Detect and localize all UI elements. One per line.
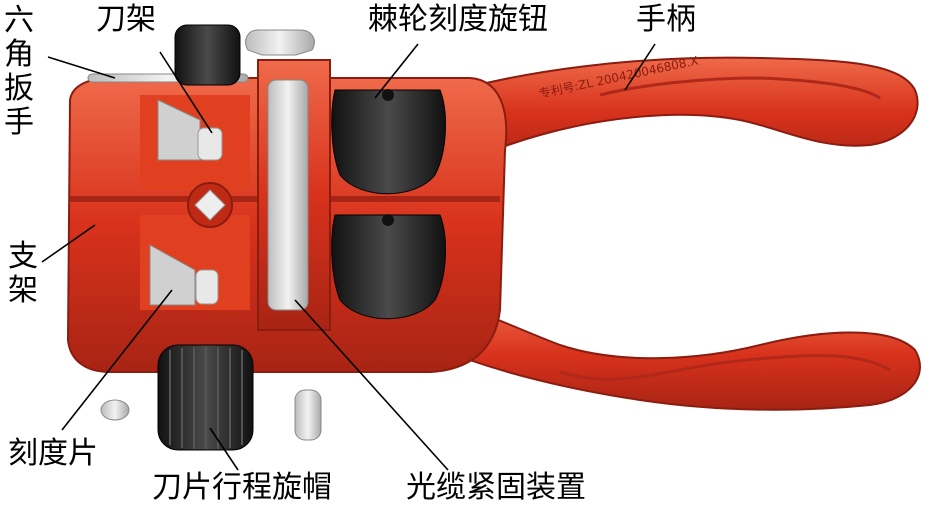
label-blade-travel-cap: 刀片行程旋帽 — [152, 470, 332, 505]
handle: 专利号:ZL 200420046808.X — [428, 52, 921, 411]
upper-handle-grip — [599, 76, 881, 100]
leader-handle — [624, 43, 656, 91]
leader-cable-clamp — [294, 299, 449, 471]
leader-bracket — [41, 224, 96, 263]
label-bracket: 支架 — [8, 239, 38, 308]
top-black-knob — [174, 24, 241, 86]
cable-clamp — [257, 59, 331, 331]
leader-hex-wrench — [47, 56, 116, 79]
upper-handle — [428, 56, 919, 170]
ratchet-knob-lower — [331, 214, 446, 320]
label-hex-wrench: 六角扳手 — [4, 3, 34, 140]
lower-handle — [428, 298, 921, 411]
scale-plate-lower — [149, 244, 196, 306]
blade-travel-cap — [157, 344, 254, 451]
ratchet-knob-upper — [331, 89, 446, 195]
ratchet-knobs — [331, 89, 446, 320]
label-cable-clamp: 光缆紧固装置 — [406, 470, 586, 505]
leader-scale-plate — [61, 289, 173, 431]
leader-blade-travel-cap — [209, 427, 239, 471]
cable-hole-diamond — [194, 189, 226, 221]
leader-ratchet-knob — [374, 43, 419, 99]
wing-nut — [245, 29, 315, 56]
label-scale-plate: 刻度片 — [8, 436, 98, 471]
pegs — [100, 389, 322, 441]
blade-holder-upper — [197, 127, 223, 161]
blade-holder-lower — [195, 269, 219, 305]
lower-handle-grip — [559, 354, 891, 381]
leader-blade-holder — [159, 51, 213, 134]
scale-plate-upper — [157, 99, 201, 161]
scale-plates — [149, 99, 223, 306]
leader-lines — [41, 43, 656, 471]
label-handle: 手柄 — [636, 2, 696, 37]
label-blade-holder: 刀架 — [96, 2, 156, 37]
label-ratchet-knob: 棘轮刻度旋钮 — [368, 2, 548, 37]
